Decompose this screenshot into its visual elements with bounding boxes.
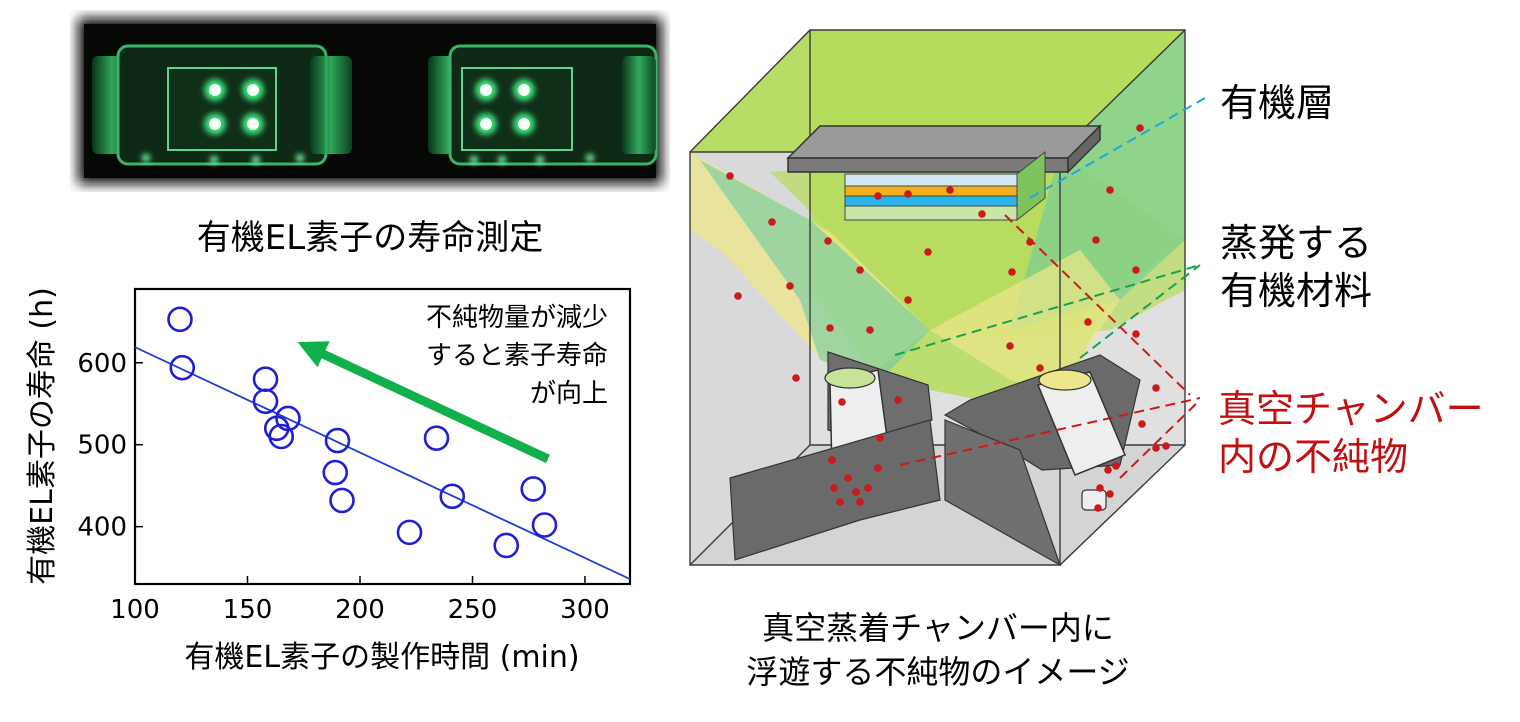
annotation-line-1: 不純物量が減少	[426, 303, 608, 333]
improvement-arrow	[297, 341, 550, 464]
data-point	[167, 306, 193, 333]
diagram-caption-2: 浮遊する不純物のイメージ	[746, 653, 1129, 691]
x-tick-label: 100	[110, 595, 160, 625]
impurity-particles	[726, 124, 1170, 512]
label-impurity-2: 内の不純物	[1218, 435, 1408, 479]
oled-device-right	[428, 44, 658, 166]
data-point	[329, 487, 355, 514]
lifetime-chart-svg: 100 150 200 250 300 400 500 600 不純物量が減少 すると素子寿…	[25, 287, 632, 675]
oled-device-left	[92, 44, 352, 166]
trend-line	[135, 346, 630, 580]
y-axis: 400 500 600	[77, 349, 143, 543]
data-point	[252, 366, 279, 392]
data-point	[423, 425, 450, 451]
x-tick-label: 200	[335, 595, 385, 625]
chamber-svg: 有機層 蒸発する 有機材料 真空チャンバー 内の不純物 真空蒸着チャンバー内に …	[689, 29, 1484, 691]
oled-pixel	[242, 113, 264, 135]
oled-pixel	[242, 79, 264, 101]
oled-pixel	[513, 113, 535, 135]
label-evaporating-2: 有機材料	[1220, 269, 1372, 313]
x-axis-title: 有機EL素子の製作時間 (min)	[184, 640, 579, 675]
data-point	[396, 519, 423, 546]
diagram-caption-1: 真空蒸着チャンバー内に	[762, 609, 1114, 647]
data-point	[322, 459, 349, 486]
oled-photo	[70, 10, 670, 192]
oled-pixel	[475, 79, 497, 101]
oled-pixel	[204, 113, 226, 135]
data-point	[252, 388, 279, 415]
data-point	[493, 532, 520, 559]
x-axis: 100 150 200 250 300	[110, 576, 610, 625]
vacuum-chamber-diagram: 有機層 蒸発する 有機材料 真空チャンバー 内の不純物 真空蒸着チャンバー内に …	[680, 0, 1520, 718]
oled-photo-svg	[78, 18, 662, 184]
y-tick-label: 400	[77, 513, 127, 543]
oled-pixel	[513, 79, 535, 101]
annotation-line-2: すると素子寿命	[426, 341, 608, 371]
x-tick-label: 250	[448, 595, 498, 625]
organic-layer-stack	[844, 150, 1046, 222]
data-points	[167, 306, 558, 559]
oled-pixel	[204, 79, 226, 101]
substrate-holder	[786, 124, 1102, 174]
leader-lines	[894, 97, 1206, 479]
annotation-line-3: が向上	[530, 379, 608, 409]
data-point	[169, 354, 196, 381]
y-axis-title: 有機EL素子の寿命 (h)	[25, 287, 60, 585]
label-impurity-1: 真空チャンバー	[1218, 387, 1484, 431]
data-point	[439, 483, 466, 510]
label-evaporating-1: 蒸発する	[1220, 221, 1372, 265]
lifetime-chart: 100 150 200 250 300 400 500 600 不純物量が減少 すると素子寿…	[0, 255, 690, 715]
data-point	[520, 476, 547, 502]
y-tick-label: 500	[77, 431, 127, 461]
label-organic-layer: 有機層	[1220, 81, 1334, 125]
x-tick-label: 150	[223, 595, 273, 625]
data-point	[268, 423, 295, 450]
x-tick-label: 300	[560, 595, 610, 625]
y-tick-label: 600	[77, 349, 127, 379]
data-point	[324, 427, 351, 454]
data-point	[275, 405, 301, 432]
data-point	[531, 512, 558, 538]
plot-frame	[133, 287, 632, 586]
oled-pixel	[475, 113, 497, 135]
photo-caption: 有機EL素子の寿命測定	[196, 218, 544, 258]
